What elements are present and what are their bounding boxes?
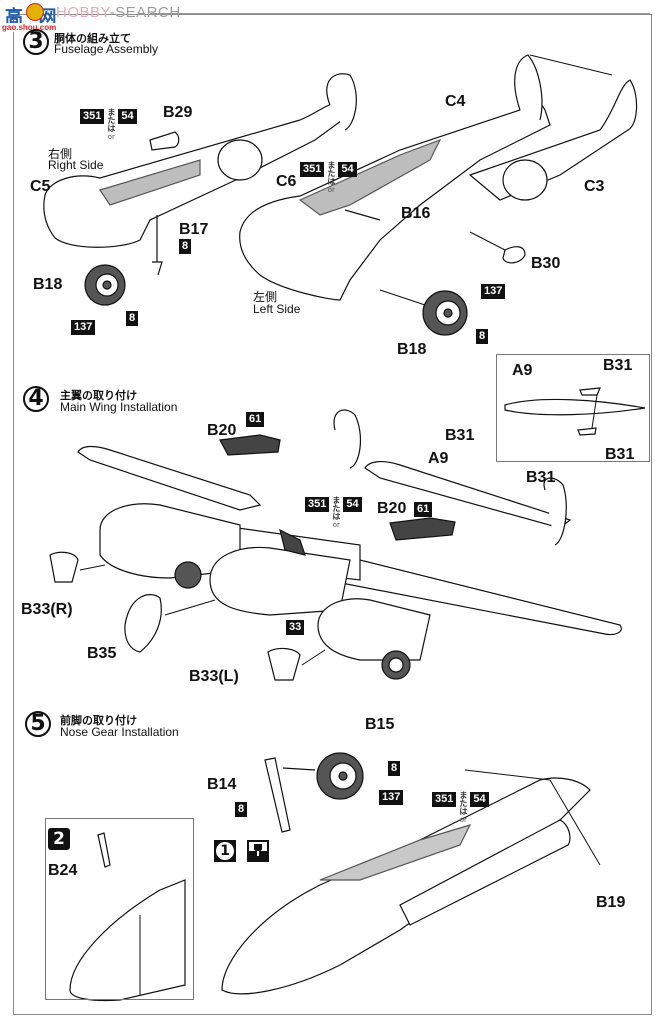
part-label-b16: B16 [401,205,431,222]
substep-2-number: 2 [53,829,65,849]
part-label-c6: C6 [276,173,297,190]
watermark-rule [150,13,650,14]
right-side-label-jp: 右側 [48,147,73,161]
part-label-c3: C3 [584,178,605,195]
paint-code-54: 54 [338,162,357,177]
paint-code-61: 61 [246,412,265,427]
paint-code-8: 8 [126,311,139,326]
step-title-en: Fuselage Assembly [54,42,159,56]
paint-code-8: 8 [388,761,401,776]
paint-code-8: 8 [179,239,192,254]
substep-1-circle: 1 [216,842,234,860]
paint-code-61: 61 [414,502,433,517]
part-label-b30: B30 [531,255,561,272]
glue-icon [247,840,269,862]
left-side-label-en: Left Side [253,302,301,316]
part-label-b35: B35 [87,645,117,662]
part-label-b14: B14 [207,776,237,793]
part-label-b24: B24 [48,862,78,879]
or-jp: または [459,791,468,816]
part-label-b18: B18 [33,276,63,293]
thumbs-up-icon [26,3,44,21]
watermark-logo-char-1: 高 [5,7,24,28]
paint-code-8: 8 [476,329,489,344]
instruction-page-frame [13,14,652,1015]
left-side-label-jp: 左側 [253,290,278,304]
watermark-url: gao.shou.com [2,23,57,32]
paint-code-137: 137 [71,320,96,335]
step-number-badge: 3 [23,29,49,55]
substep-1-icon: 1 [214,840,236,862]
step-title-en: Nose Gear Installation [60,725,179,739]
watermark-brand-prefix: HOBBY [56,4,110,21]
or-jp: または [327,161,336,186]
part-label-b15: B15 [365,716,395,733]
part-label-b31: B31 [445,427,475,444]
part-label-a9: A9 [428,450,449,467]
right-side-label-en: Right Side [48,158,104,172]
substep-1-number: 1 [220,843,230,859]
paint-code-351: 351 [432,792,457,807]
paint-code-54: 54 [470,792,489,807]
glue-drop-icon [249,842,267,856]
paint-code-8: 8 [235,802,248,817]
inset-part-label-a9: A9 [512,362,533,379]
step-title-en: Main Wing Installation [60,400,178,414]
step-number-badge: 5 [25,711,51,737]
paint-code-351: 351 [305,497,330,512]
paint-code-137: 137 [379,790,404,805]
part-label-b17: B17 [179,221,209,238]
step-number-badge: 4 [23,386,49,412]
or-en: or [327,186,335,194]
part-label-b19: B19 [596,894,626,911]
part-label-b18: B18 [397,341,427,358]
part-label-b20: B20 [377,500,407,517]
step-title-jp: 主翼の取り付け [60,389,137,402]
nose-weight-inset [45,818,194,1000]
part-label-b31: B31 [526,469,556,486]
or-en: or [459,816,467,824]
watermark: 高 网 HOBBY-SEARCH gao.shou.com [0,0,650,34]
inset-part-label-b31: B31 [605,446,635,463]
step-title-jp: 前脚の取り付け [60,714,137,727]
paint-code-351: 351 [300,162,325,177]
part-label-b29: B29 [163,104,193,121]
part-label-b33l: B33(L) [189,668,239,685]
part-label-c4: C4 [445,93,466,110]
paint-code-33: 33 [286,620,305,635]
paint-code-137: 137 [481,284,506,299]
inset-part-label-b31: B31 [603,357,633,374]
paint-code-54: 54 [118,109,137,124]
tail-detail-inset [496,354,650,462]
or-en: or [107,133,115,141]
paint-code-54: 54 [343,497,362,512]
part-label-c5: C5 [30,178,51,195]
or-jp: または [332,496,341,521]
watermark-brand: HOBBY-SEARCH [56,4,181,21]
paint-code-351: 351 [80,109,105,124]
or-en: or [332,521,340,529]
part-label-b33r: B33(R) [21,601,73,618]
watermark-brand-suffix: -SEARCH [109,4,181,21]
substep-2-icon: 2 [48,828,70,850]
or-jp: または [107,108,116,133]
step-title-jp: 胴体の組み立て [54,32,131,45]
part-label-b20: B20 [207,422,237,439]
